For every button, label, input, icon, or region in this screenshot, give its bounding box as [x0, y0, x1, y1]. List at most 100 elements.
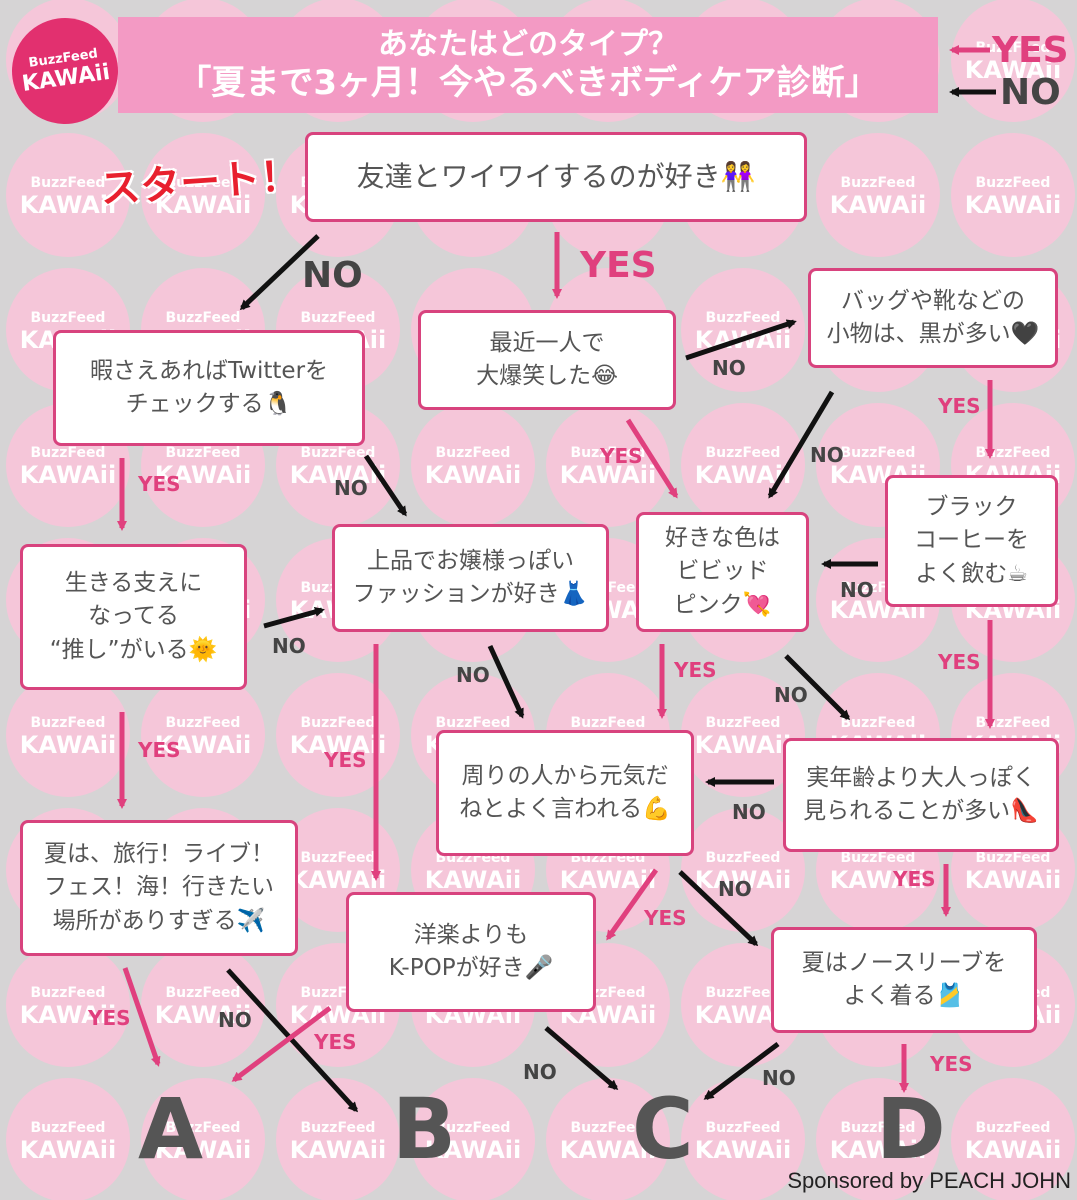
svg-text:KAWAii: KAWAii	[20, 461, 117, 489]
svg-text:KAWAii: KAWAii	[965, 56, 1062, 84]
svg-text:KAWAii: KAWAii	[830, 866, 927, 894]
svg-text:BuzzFeed: BuzzFeed	[301, 1120, 376, 1136]
node-elegant: 上品でお嬢様っぽい ファッションが好き👗	[332, 524, 609, 632]
svg-text:BuzzFeed: BuzzFeed	[301, 850, 376, 866]
svg-text:KAWAii: KAWAii	[695, 326, 792, 354]
svg-text:BuzzFeed: BuzzFeed	[436, 445, 511, 461]
result-c: C	[632, 1080, 694, 1178]
svg-text:BuzzFeed: BuzzFeed	[841, 715, 916, 731]
label-sleeveless-no: NO	[762, 1066, 796, 1090]
result-a: A	[138, 1080, 204, 1178]
svg-text:BuzzFeed: BuzzFeed	[706, 445, 781, 461]
svg-text:BuzzFeed: BuzzFeed	[976, 445, 1051, 461]
svg-text:KAWAii: KAWAii	[20, 1136, 117, 1164]
label-pink-yes: YES	[674, 658, 717, 682]
node-twitter: 暇さえあればTwitterを チェックする🐧	[53, 330, 365, 446]
svg-text:BuzzFeed: BuzzFeed	[31, 1120, 106, 1136]
svg-text:BuzzFeed: BuzzFeed	[31, 310, 106, 326]
svg-text:BuzzFeed: BuzzFeed	[166, 175, 241, 191]
svg-text:KAWAii: KAWAii	[425, 1136, 522, 1164]
svg-text:KAWAii: KAWAii	[965, 866, 1062, 894]
svg-text:KAWAii: KAWAii	[695, 461, 792, 489]
label-coffee-no: NO	[840, 578, 874, 602]
label-elegant-yes: YES	[324, 748, 367, 772]
svg-text:BuzzFeed: BuzzFeed	[976, 175, 1051, 191]
legend-no: NO	[1000, 72, 1061, 113]
svg-text:KAWAii: KAWAii	[560, 1136, 657, 1164]
svg-text:KAWAii: KAWAii	[20, 731, 117, 759]
label-pink-no: NO	[774, 683, 808, 707]
node-bags: バッグや靴などの 小物は、黒が多い🖤	[808, 268, 1058, 368]
svg-text:BuzzFeed: BuzzFeed	[706, 1120, 781, 1136]
label-elegant-no: NO	[456, 663, 490, 687]
title-line-2: 「夏まで3ヶ月！今やるべきボディケア診断」	[177, 62, 879, 103]
svg-text:BuzzFeed: BuzzFeed	[31, 985, 106, 1001]
node-summer-travel: 夏は、旅行！ライブ！ フェス！海！行きたい 場所がありすぎる✈️	[20, 820, 298, 956]
label-otona-yes: YES	[893, 867, 936, 891]
svg-text:BuzzFeed: BuzzFeed	[31, 715, 106, 731]
label-bags-yes: YES	[938, 394, 981, 418]
svg-text:KAWAii: KAWAii	[965, 1136, 1062, 1164]
sponsor-text: Sponsored by PEACH JOHN	[787, 1168, 1071, 1193]
svg-text:KAWAii: KAWAii	[425, 866, 522, 894]
svg-text:BuzzFeed: BuzzFeed	[841, 175, 916, 191]
svg-text:BuzzFeed: BuzzFeed	[706, 715, 781, 731]
svg-text:BuzzFeed: BuzzFeed	[166, 985, 241, 1001]
node-kpop: 洋楽よりも K-POPが好き🎤	[346, 892, 596, 1012]
svg-text:BuzzFeed: BuzzFeed	[706, 985, 781, 1001]
svg-text:KAWAii: KAWAii	[965, 191, 1062, 219]
svg-text:BuzzFeed: BuzzFeed	[976, 1120, 1051, 1136]
svg-text:BuzzFeed: BuzzFeed	[166, 715, 241, 731]
label-genki-yes: YES	[644, 906, 687, 930]
label-travel-yes: YES	[88, 1006, 131, 1030]
node-oshi: 生きる支えに なってる “推し”がいる🌞	[20, 544, 247, 690]
svg-text:KAWAii: KAWAii	[290, 1136, 387, 1164]
svg-text:KAWAii: KAWAii	[20, 191, 117, 219]
svg-text:BuzzFeed: BuzzFeed	[31, 445, 106, 461]
svg-text:BuzzFeed: BuzzFeed	[436, 715, 511, 731]
label-bags-no: NO	[810, 443, 844, 467]
node-coffee: ブラック コーヒーを よく飲む☕	[885, 475, 1058, 607]
label-oshi-no: NO	[272, 634, 306, 658]
svg-text:KAWAii: KAWAii	[830, 191, 927, 219]
node-otona: 実年齢より大人っぽく 見られることが多い👠	[783, 738, 1059, 852]
result-b: B	[392, 1080, 457, 1178]
svg-text:BuzzFeed: BuzzFeed	[706, 850, 781, 866]
svg-text:KAWAii: KAWAii	[560, 866, 657, 894]
svg-text:BuzzFeed: BuzzFeed	[976, 40, 1051, 56]
svg-text:BuzzFeed: BuzzFeed	[436, 1120, 511, 1136]
svg-text:BuzzFeed: BuzzFeed	[841, 445, 916, 461]
svg-text:BuzzFeed: BuzzFeed	[31, 175, 106, 191]
svg-text:KAWAii: KAWAii	[290, 866, 387, 894]
svg-text:KAWAii: KAWAii	[695, 731, 792, 759]
label-friends-no: NO	[302, 255, 363, 296]
legend-yes: YES	[992, 30, 1069, 71]
svg-text:BuzzFeed: BuzzFeed	[301, 715, 376, 731]
svg-text:KAWAii: KAWAii	[695, 1136, 792, 1164]
title-banner: あなたはどのタイプ？ 「夏まで3ヶ月！今やるべきボディケア診断」	[118, 17, 938, 113]
svg-text:KAWAii: KAWAii	[830, 1136, 927, 1164]
svg-text:BuzzFeed: BuzzFeed	[571, 715, 646, 731]
label-otona-no: NO	[732, 800, 766, 824]
label-sleeveless-yes: YES	[930, 1052, 973, 1076]
svg-text:KAWAii: KAWAii	[290, 731, 387, 759]
svg-text:BuzzFeed: BuzzFeed	[841, 1120, 916, 1136]
svg-text:BuzzFeed: BuzzFeed	[301, 310, 376, 326]
